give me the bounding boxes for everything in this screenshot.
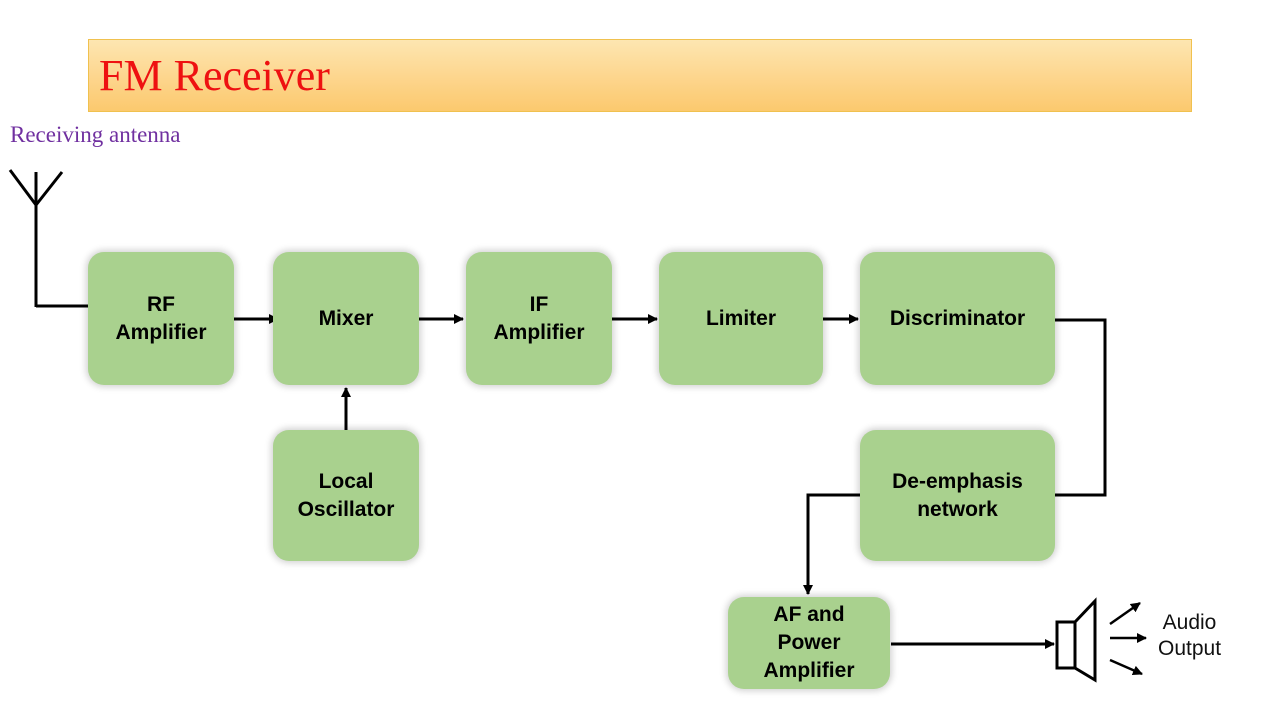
discriminator-label: Discriminator xyxy=(889,306,1026,330)
de-emphasis-block: De-emphasis network xyxy=(860,430,1055,561)
rf-amplifier-block: RF Amplifier xyxy=(88,252,234,385)
rf-amplifier-label: RF Amplifier xyxy=(115,292,207,344)
local-oscillator-block: Local Oscillator xyxy=(273,430,419,561)
de-emphasis-label: De-emphasis network xyxy=(892,469,1023,521)
if-amplifier-block: IF Amplifier xyxy=(466,252,612,385)
audio-output-label: Audio Output xyxy=(1158,611,1222,660)
wire-discriminator-to-deemphasis xyxy=(1055,318,1107,497)
antenna-label: Receiving antenna xyxy=(10,122,181,147)
af-power-amplifier-block: AF and Power Amplifier xyxy=(728,597,890,689)
local-oscillator-label: Local Oscillator xyxy=(297,469,395,521)
limiter-label: Limiter xyxy=(705,306,776,330)
arrow-deemphasis-to-af xyxy=(803,493,860,595)
mixer-block: Mixer xyxy=(273,252,419,385)
if-amplifier-label: IF Amplifier xyxy=(493,292,585,344)
limiter-block: Limiter xyxy=(659,252,823,385)
discriminator-block: Discriminator xyxy=(860,252,1055,385)
title-banner: FM Receiver xyxy=(88,39,1192,112)
speaker-icon xyxy=(1055,597,1097,683)
af-power-amplifier-label: AF and Power Amplifier xyxy=(763,603,855,682)
mixer-label: Mixer xyxy=(318,306,374,330)
antenna-icon xyxy=(8,169,88,308)
sound-waves-icon xyxy=(1109,601,1147,676)
page-title: FM Receiver xyxy=(99,51,330,100)
